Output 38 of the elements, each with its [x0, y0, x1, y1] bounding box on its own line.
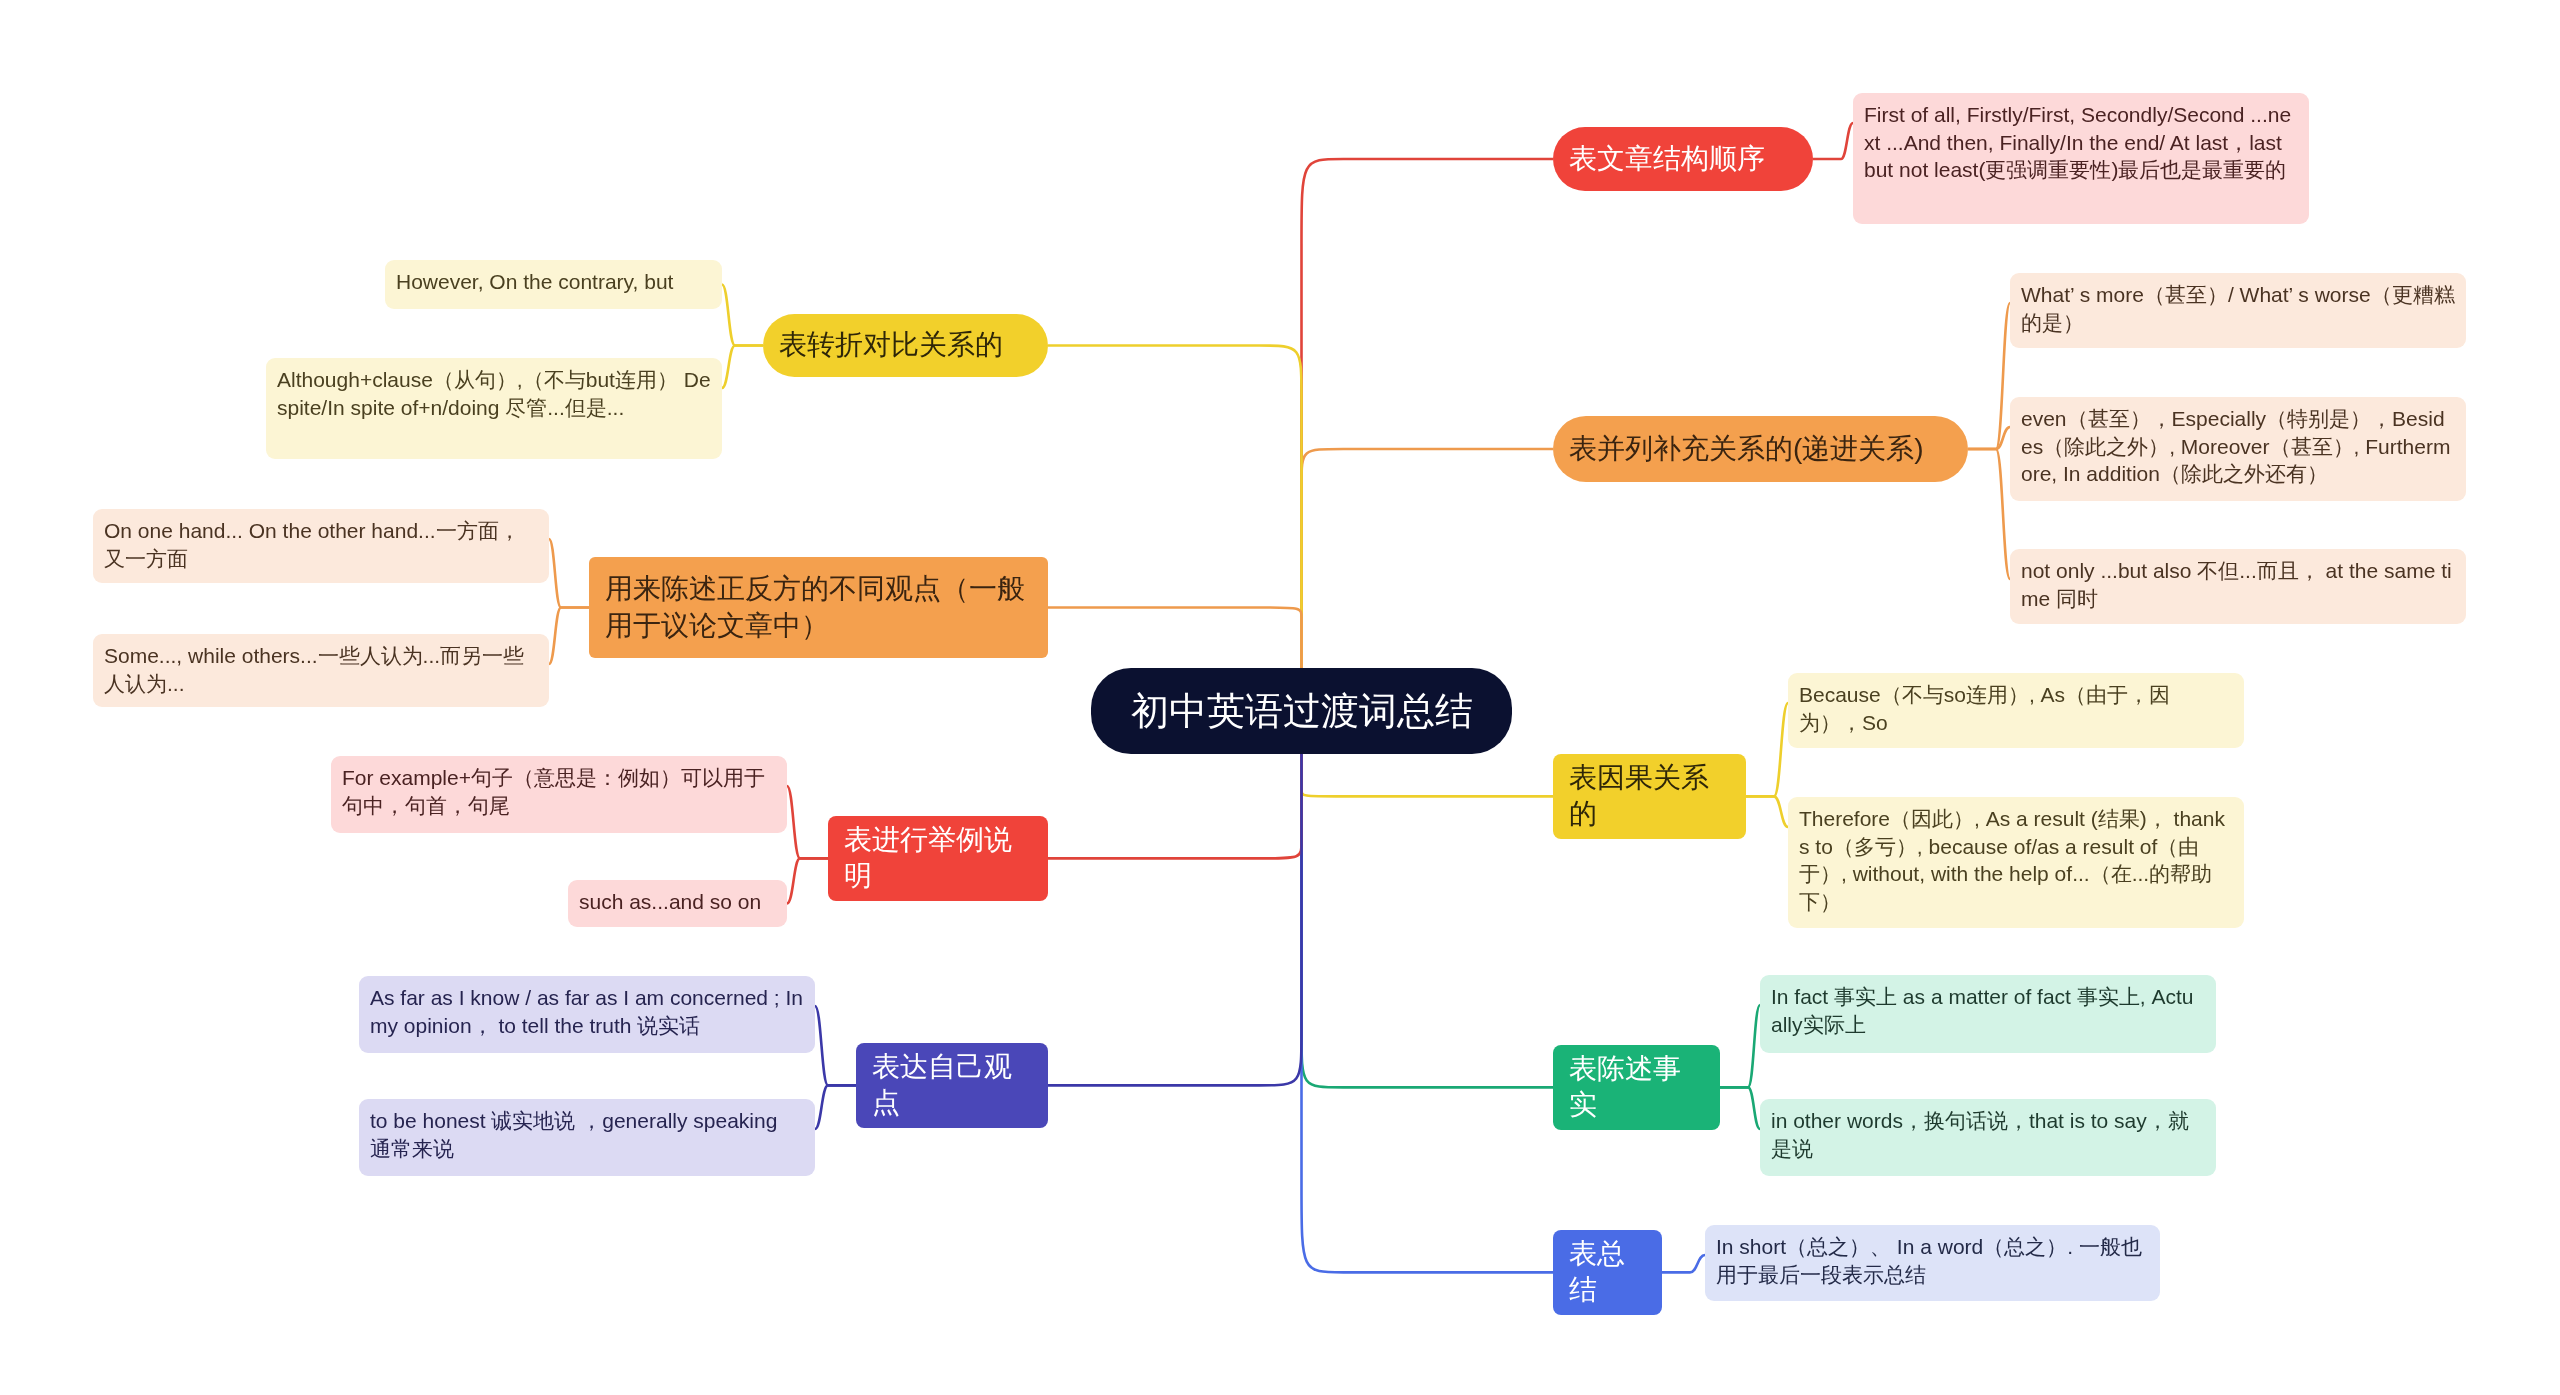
- note-box: Although+clause（从句）,（不与but连用） Despite/In spite of+n/doing 尽管...但是...: [266, 358, 722, 459]
- note-box: For example+句子（意思是：例如）可以用于句中，句首，句尾: [331, 756, 787, 833]
- topic-box: 表并列补充关系的(递进关系): [1553, 416, 1968, 482]
- bracket-line: [1968, 447, 2012, 580]
- note-box: In fact 事实上 as a matter of fact 事实上, Actually实际上: [1760, 975, 2216, 1053]
- note-box: First of all, Firstly/First, Secondly/Second ...next ...And then, Finally/In the end/ At last，last but not least(更强调重要性)最后也是最重要的: [1853, 93, 2309, 224]
- bracket-line: [1746, 795, 1789, 829]
- bracket-line: [1720, 1086, 1761, 1130]
- note-box: Some..., while others...一些人认为...而另一些人认为...: [93, 634, 549, 707]
- topic-box: 表进行举例说明: [828, 816, 1048, 901]
- bracket-line: [814, 1084, 856, 1130]
- topic-box: 用来陈述正反方的不同观点（一般用于议论文章中）: [589, 557, 1048, 658]
- bracket-line: [1813, 122, 1854, 161]
- note-box: in other words，换句话说，that is to say，就是说: [1760, 1099, 2216, 1176]
- note-box: to be honest 诚实地说 ，generally speaking 通常来说: [359, 1099, 815, 1176]
- note-box: What’ s more（甚至）/ What’ s worse（更糟糕的是）: [2010, 273, 2466, 348]
- topic-box: 表文章结构顺序: [1553, 127, 1813, 191]
- topic-box: 表陈述事实: [1553, 1045, 1720, 1130]
- note-box: even（甚至），Especially（特别是），Besides（除此之外）, Moreover（甚至）, Furthermore, In addition（除此之外还有）: [2010, 397, 2466, 501]
- note-box: Therefore（因此）, As a result (结果)， thanks to（多亏）, because of/as a result of（由于）, without, with the help of...（在...的帮助下）: [1788, 797, 2244, 928]
- bracket-line: [786, 857, 828, 905]
- topic-box: 表达自己观点: [856, 1043, 1048, 1128]
- branch-line: [1048, 754, 1303, 1087]
- note-box: In short（总之）、 In a word（总之）. 一般也用于最后一段表示总结: [1705, 1225, 2160, 1301]
- topic-box: 表转折对比关系的: [763, 314, 1048, 377]
- note-box: As far as I know / as far as I am concerned ; In my opinion， to tell the truth 说实话: [359, 976, 815, 1053]
- note-box: However, On the contrary, but: [385, 260, 722, 309]
- topic-box: 表因果关系的: [1553, 754, 1746, 839]
- note-box: On one hand... On the other hand...一方面，又一方面: [93, 509, 549, 583]
- branch-line: [1048, 606, 1303, 668]
- note-box: Because（不与so连用）, As（由于，因为），So: [1788, 673, 2244, 748]
- bracket-line: [721, 344, 763, 389]
- bracket-line: [1662, 1253, 1706, 1274]
- central-topic: 初中英语过渡词总结: [1091, 668, 1512, 754]
- note-box: such as...and so on: [568, 880, 787, 927]
- bracket-line: [548, 606, 589, 665]
- note-box: not only ...but also 不但...而且， at the same time 同时: [2010, 549, 2466, 624]
- topic-box: 表总结: [1553, 1230, 1662, 1315]
